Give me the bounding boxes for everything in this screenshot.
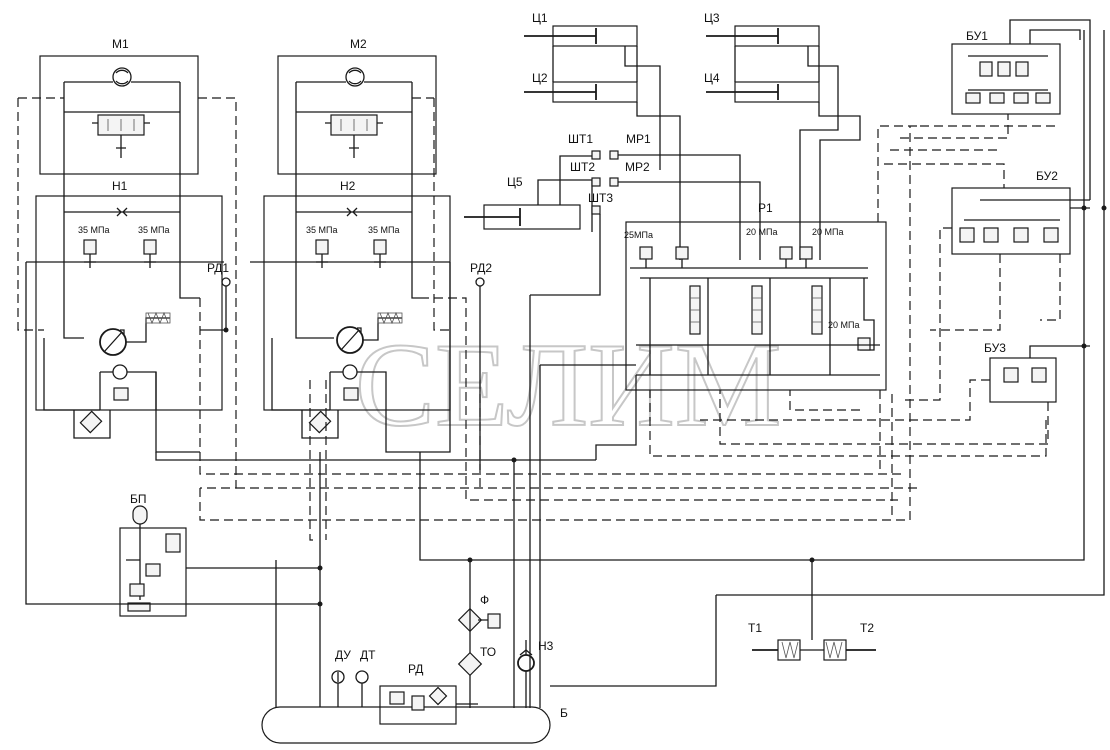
pilot-lines <box>17 97 1061 541</box>
r1-pressure-1: 25МПа <box>624 230 653 240</box>
mr1-label: МР1 <box>626 132 651 146</box>
cyl-c3-label: Ц3 <box>704 11 720 25</box>
junctions <box>223 205 1107 607</box>
h1-pressure-left: 35 МПа <box>78 225 109 235</box>
brake-unit-bp: БП <box>119 492 320 617</box>
sht3-label: ШТ3 <box>588 191 613 205</box>
h2-pressure-left: 35 МПа <box>306 225 337 235</box>
pressure-lines <box>25 30 1105 708</box>
motor-m2-label: М2 <box>350 37 367 51</box>
bu3-label: БУ3 <box>984 341 1006 355</box>
rd2-label: РД2 <box>470 261 492 275</box>
pump-h3-label: Н3 <box>538 639 554 653</box>
bu1-label: БУ1 <box>966 29 988 43</box>
du-label: ДУ <box>335 648 351 662</box>
cylinder-c5: Ц5 <box>464 155 593 232</box>
t2-label: Т2 <box>860 621 874 635</box>
sht1-label: ШТ1 <box>568 132 593 146</box>
cyl-c2-label: Ц2 <box>532 71 548 85</box>
motor-m1-label: М1 <box>112 37 129 51</box>
control-block-bu2: БУ2 <box>951 169 1090 255</box>
pump-h2-label: Н2 <box>340 179 356 193</box>
cyl-c5-label: Ц5 <box>507 175 523 189</box>
dt-label: ДТ <box>360 648 376 662</box>
bu2-label: БУ2 <box>1036 169 1058 183</box>
pump-h2-circuit: Н2 35 МПа 35 МПа <box>250 170 451 439</box>
cyl-c1-label: Ц1 <box>532 11 548 25</box>
quick-couplers: ШТ1 МР1 ШТ2 МР2 ШТ3 <box>530 132 761 296</box>
valve-rd: РД <box>379 662 478 725</box>
filter-label: Ф <box>480 593 489 607</box>
cylinders-c1-c2: Ц1 Ц2 <box>524 11 681 260</box>
distributor-r1: Р1 25МПа 20 МПа 20 МПа 20 МПа <box>624 201 887 391</box>
sht2-label: ШТ2 <box>570 160 595 174</box>
r1-pressure-4: 20 МПа <box>828 320 859 330</box>
r1-label: Р1 <box>758 201 773 215</box>
rd1-label: РД1 <box>207 261 229 275</box>
h1-pressure-right: 35 МПа <box>138 225 169 235</box>
motor-m1-circuit: М1 <box>39 37 199 175</box>
heat-exchanger-to: ТО <box>457 645 496 677</box>
rd-label: РД <box>408 662 423 676</box>
tank-label: Б <box>560 706 568 720</box>
cylinders-c3-c4: Ц3 Ц4 <box>704 11 861 260</box>
watermark: СЕЛИМ <box>355 318 782 451</box>
brake-cylinders-t1-t2: Т1 Т2 <box>748 560 876 661</box>
r1-pressure-2: 20 МПа <box>746 227 777 237</box>
r1-pressure-3: 20 МПа <box>812 227 843 237</box>
control-block-bu1: БУ1 <box>951 19 1091 200</box>
tank: Б <box>261 706 568 744</box>
pump-h1-circuit: Н1 35 МПа 35 МПа <box>26 170 224 439</box>
to-label: ТО <box>480 645 496 659</box>
bp-label: БП <box>130 492 147 506</box>
cyl-c4-label: Ц4 <box>704 71 720 85</box>
control-block-bu3: БУ3 <box>984 341 1090 403</box>
motor-m2-circuit: М2 <box>277 37 437 175</box>
filter-f: Ф <box>457 560 501 708</box>
h2-pressure-right: 35 МПа <box>368 225 399 235</box>
sensors-du-dt: ДУ ДТ <box>331 648 376 707</box>
pump-h3: Н3 <box>517 639 554 708</box>
t1-label: Т1 <box>748 621 762 635</box>
pump-h1-label: Н1 <box>112 179 128 193</box>
mr2-label: МР2 <box>625 160 650 174</box>
pressure-sensor-rd1: РД1 <box>200 261 231 331</box>
